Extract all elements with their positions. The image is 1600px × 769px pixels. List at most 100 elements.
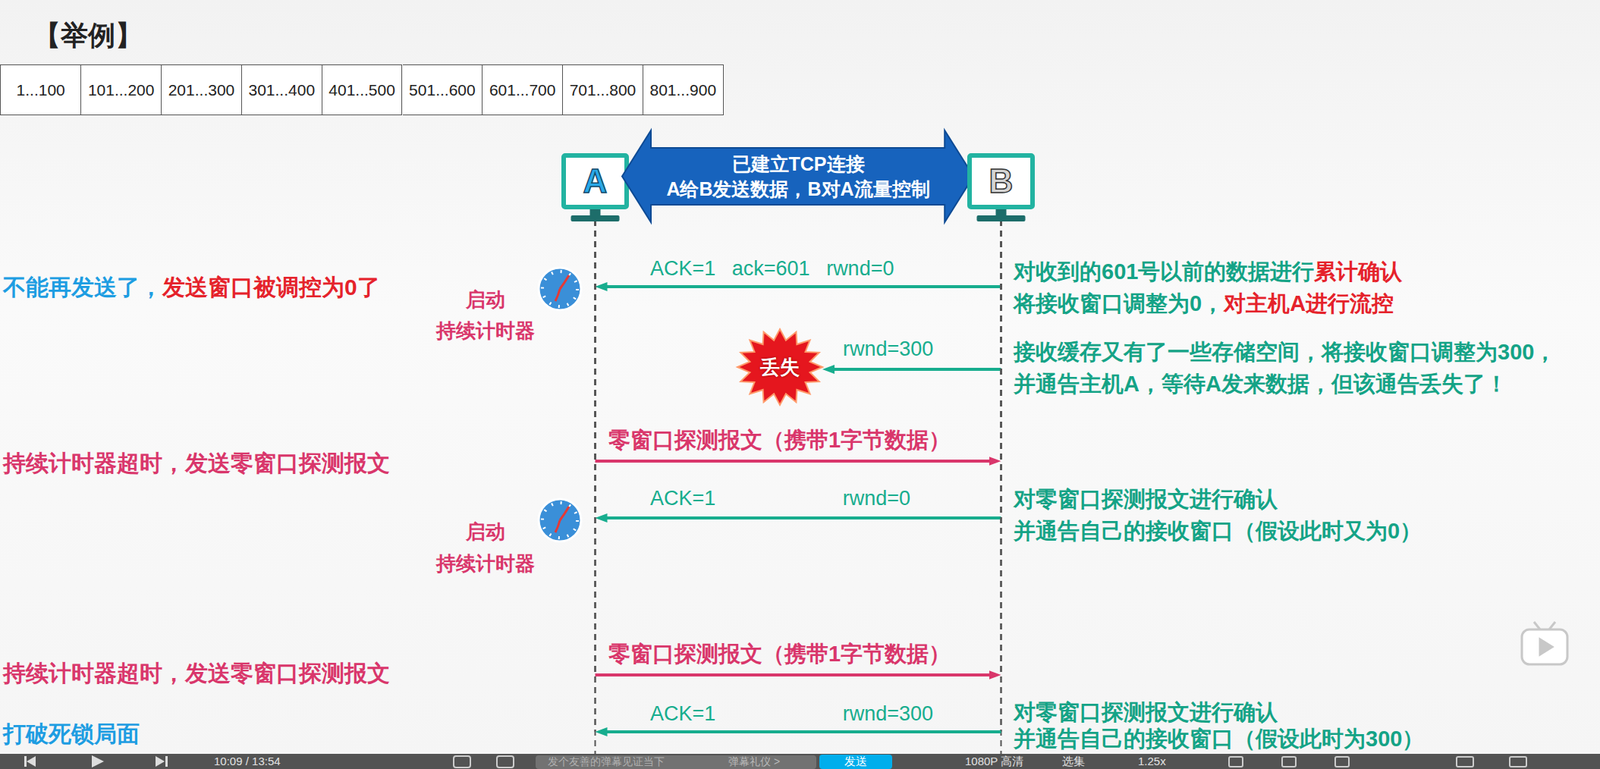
timer-clock [542,271,578,307]
player-logo [1521,622,1568,665]
host-name: B [989,164,1014,199]
receiver-note: 并通告主机A，等待A发来数据，但该通告丢失了！ [1013,371,1508,397]
video-player-bar [496,756,514,768]
lifeline-segment [594,209,597,733]
player-time: 10:09 / 13:54 [213,754,281,768]
sender-note: 持续计时器超时，发送零窗口探测报文 [3,450,390,476]
message-line [829,367,1002,371]
video-player-bar [1456,757,1474,767]
message-arrow [595,209,1002,287]
video-player-bar [535,755,817,769]
message-arrow [595,209,1002,676]
episode-option: 选集 [1062,754,1085,768]
sender-note: 持续计时器超时，发送零窗口探测报文 [3,660,390,686]
sequence-cell: 601...700 [482,64,563,116]
sender-note: 不能再发送了， [3,274,163,300]
sequence-cell: 201...300 [161,64,243,116]
timer-clock [559,506,569,521]
sequence-cell: 401...500 [322,64,403,116]
timer-clock [555,289,560,302]
connection-banner-outline [622,130,974,223]
monitor-stand [996,209,1007,217]
sequence-cell: 801...900 [643,64,724,116]
player-logo [1521,629,1568,665]
monitor-stand [571,209,1026,222]
sequence-cell: 701...800 [562,64,644,116]
message-arrow [595,209,1002,733]
lifeline-segment [1000,209,1003,733]
timer-note: 启动 [465,288,506,312]
connection-banner: 已建立TCP连接A给B发送数据，B对A流量控制 [622,130,974,223]
timer-note: 启动 [465,520,506,544]
host-a-box: A [561,153,629,210]
host-b-box: B [967,153,1035,210]
lifeline [1000,209,1003,755]
lost-burst-shape [737,329,823,406]
sequence-cell: 101...200 [81,64,162,116]
player-logo [1540,639,1553,655]
timer-clock [555,520,560,533]
sequence-cell: 301...400 [242,64,323,116]
quality-option: 1080P 高清 [965,754,1024,768]
timer-clock [559,275,569,290]
receiver-note: 将接收窗口调整为0， [1013,291,1224,316]
message-line [595,459,994,463]
send-button-text: 发送 [844,754,868,768]
lost-text: 丢失 [760,356,800,379]
message-line [595,673,994,677]
message-label: 零窗口探测报文（携带1字节数据） [608,641,951,667]
video-player-bar [1282,757,1296,767]
sequence-cell: 1...100 [0,64,82,116]
speed-option: 1.25x [1137,754,1167,768]
lost-burst: 丢失 [737,329,823,406]
lifeline [594,209,597,755]
video-player-bar [26,756,36,767]
video-player-bar [1229,757,1243,767]
message-label: ACK=1 rwnd=0 [650,487,911,510]
banner-text: 已建立TCP连接 [732,151,865,177]
danmaku-placeholder: 发个友善的弹幕见证当下 [547,755,665,768]
video-player-bar [155,756,165,767]
timer-note: 持续计时器 [436,552,535,576]
example-heading: 【举例】 [33,19,143,51]
sender-note: 打破死锁局面 [3,721,140,747]
message-label: ACK=1 rwnd=300 [650,702,934,726]
video-player-bar [453,756,471,768]
message-line [603,285,1002,289]
message-label: rwnd=300 [842,337,934,361]
message-arrow [595,209,1002,519]
video-player-bar [165,756,168,767]
receiver-note: 并通告自己的接收窗口（假设此时为300） [1013,726,1424,752]
receiver-note: 对零窗口探测报文进行确认 [1013,487,1278,512]
danmaku-etiquette: 弹幕礼仪 > [728,755,780,768]
monitor-stand [977,215,1026,222]
video-player-bar [0,754,1600,769]
video-player-bar [91,755,104,768]
sequence-cell: 501...600 [402,64,484,116]
message-line [603,730,1002,734]
host-name: A [583,164,608,199]
sender-note: 发送窗口被调控为0了 [162,274,381,300]
message-label: 零窗口探测报文（携带1字节数据） [608,427,951,453]
message-label: ACK=1 ack=601 rwnd=0 [650,257,894,280]
receiver-note: 对主机A进行流控 [1223,291,1394,316]
video-player-bar [0,754,1600,769]
monitor-stand [590,209,601,217]
lifeline [595,209,1002,755]
video-player-bar [1335,757,1349,767]
receiver-note: 并通告自己的接收窗口（假设此时又为0） [1013,518,1422,544]
monitor-stand [571,215,620,222]
receiver-note: 对收到的601号以前的数据进行 [1013,259,1314,284]
timer-clock [538,499,582,542]
banner-arrow [622,130,974,223]
timer-clock [538,267,582,311]
receiver-note: 接收缓存又有了一些存储空间，将接收窗口调整为300， [1013,339,1556,365]
video-player-bar [24,756,27,767]
video-player-bar [1509,757,1527,767]
receiver-note: 对零窗口探测报文进行确认 [1013,700,1278,725]
banner-text: A给B发送数据，B对A流量控制 [666,176,930,202]
message-arrow [829,209,1002,370]
message-line [603,516,1002,520]
timer-clock [538,267,582,311]
